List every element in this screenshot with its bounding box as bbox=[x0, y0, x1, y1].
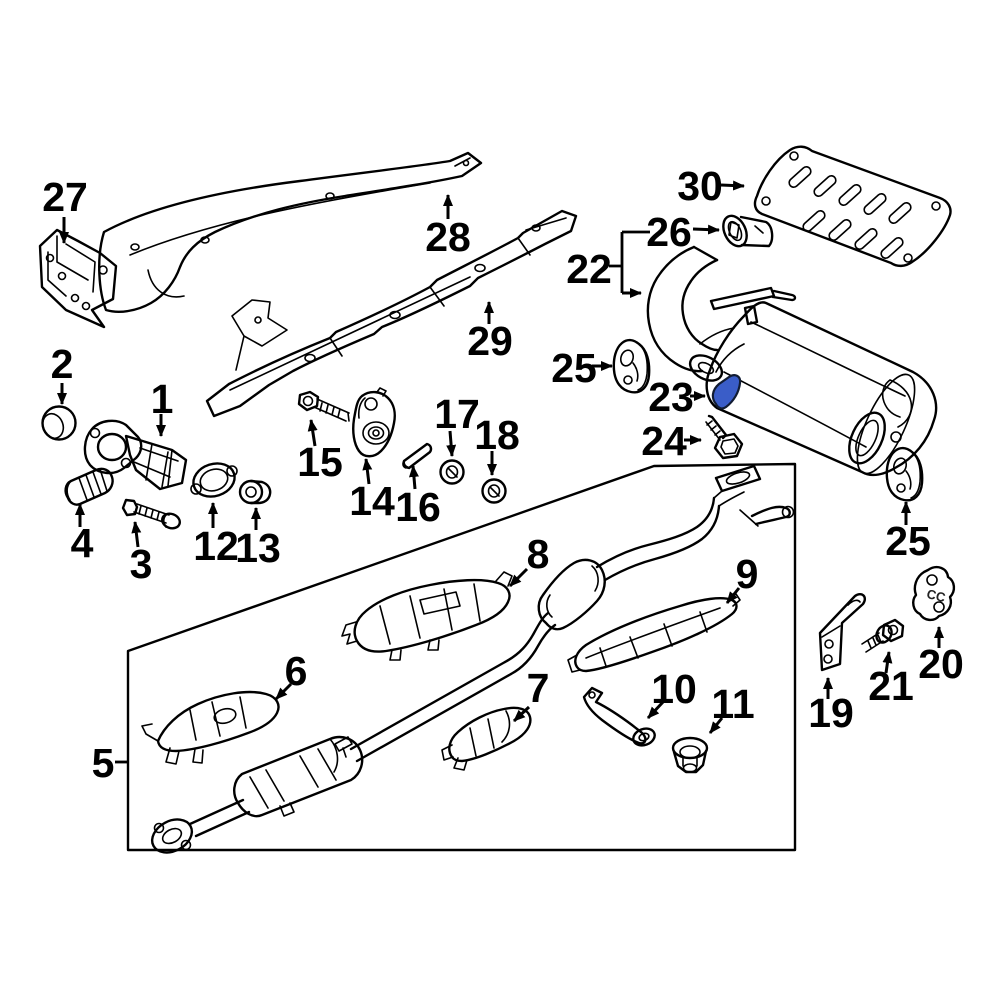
callout-3-label: 3 bbox=[130, 541, 153, 587]
callout-2-label: 2 bbox=[51, 341, 74, 387]
part-1-front-pipe-converter bbox=[83, 419, 188, 491]
callout-10-arrow bbox=[646, 700, 665, 720]
part-30-heat-shield-plate bbox=[753, 145, 952, 268]
callout-6-arrow bbox=[274, 682, 293, 701]
callout-21-arrow bbox=[882, 651, 893, 674]
part-18-nut bbox=[481, 478, 507, 504]
part-12-flange-gasket bbox=[190, 462, 238, 498]
callout-9-label: 9 bbox=[736, 551, 759, 597]
gasket-highlight-shape bbox=[711, 374, 742, 410]
part-15-flange-bolt bbox=[297, 390, 350, 422]
callout-27-label: 27 bbox=[42, 174, 88, 220]
part-17-nut bbox=[439, 459, 465, 485]
part-7-heat-shield bbox=[441, 706, 532, 771]
callout-6-label: 6 bbox=[285, 648, 308, 694]
callout-30-label: 30 bbox=[677, 163, 723, 209]
callout-12-label: 12 bbox=[193, 523, 239, 569]
part-3-stud-bolt bbox=[121, 498, 181, 530]
callout-5-label: 5 bbox=[92, 740, 115, 786]
callout-10-label: 10 bbox=[651, 666, 697, 712]
part-10-support-bracket bbox=[582, 686, 656, 747]
callout-24-label: 24 bbox=[641, 418, 687, 464]
part-11-mount-grommet bbox=[671, 736, 709, 774]
callout-28-label: 28 bbox=[425, 214, 471, 260]
callout-14-label: 14 bbox=[349, 478, 395, 524]
callout-26-arrow bbox=[692, 224, 720, 235]
callout-26-label: 26 bbox=[646, 209, 692, 255]
callouts-layer: 27 28 29 30 26 22 25 23 24 25 20 21 19 2… bbox=[42, 163, 964, 786]
part-5-assembly-box bbox=[126, 462, 797, 852]
callout-19-label: 19 bbox=[808, 690, 854, 736]
part-23-gasket-highlighted bbox=[711, 374, 742, 410]
part-21-bolt bbox=[861, 618, 905, 653]
callout-11-label: 11 bbox=[711, 681, 754, 727]
part-29-heat-shield bbox=[205, 209, 578, 418]
callout-16-label: 16 bbox=[395, 484, 441, 530]
callout-1-label: 1 bbox=[151, 376, 174, 422]
callout-17-label: 17 bbox=[434, 391, 480, 437]
callout-14-arrow bbox=[362, 458, 373, 485]
callout-17-arrow bbox=[446, 430, 457, 457]
callout-13-label: 13 bbox=[235, 525, 281, 571]
callout-8-label: 8 bbox=[527, 531, 550, 577]
part-14-hanger-bracket bbox=[352, 387, 396, 458]
cc-marking: CC bbox=[925, 586, 947, 605]
callout-20-label: 20 bbox=[918, 641, 964, 687]
callout-16-arrow bbox=[408, 465, 419, 490]
callout-29-label: 29 bbox=[467, 318, 513, 364]
part-27-heat-shield-bracket bbox=[38, 228, 118, 329]
part-22-muffler bbox=[646, 245, 938, 477]
part-5-center-pipe-assembly bbox=[150, 464, 795, 854]
callout-9-arrow bbox=[725, 587, 741, 604]
callout-22-label: 22 bbox=[566, 246, 612, 292]
callout-23-label: 23 bbox=[648, 374, 694, 420]
callout-21-label: 21 bbox=[868, 663, 914, 709]
part-26-exhaust-tip bbox=[722, 214, 774, 248]
part-24-bolt bbox=[705, 414, 744, 460]
callout-7-arrow bbox=[512, 705, 531, 723]
part-6-heat-shield bbox=[141, 690, 280, 765]
part-8-heat-shield bbox=[341, 571, 513, 661]
callout-3-arrow bbox=[131, 521, 142, 548]
callout-7-label: 7 bbox=[527, 665, 550, 711]
part-28-heat-shield bbox=[98, 151, 483, 313]
part-20-cc-plate: CC bbox=[912, 566, 956, 622]
callout-22-bracket bbox=[609, 230, 650, 293]
callout-8-arrow bbox=[508, 567, 529, 588]
callout-4-label: 4 bbox=[71, 520, 94, 566]
callout-15-arrow bbox=[307, 419, 318, 447]
callout-11-arrow bbox=[708, 717, 724, 734]
callout-25b-label: 25 bbox=[885, 518, 931, 564]
callout-18-label: 18 bbox=[474, 412, 520, 458]
part-9-heat-shield bbox=[567, 593, 741, 673]
part-19-bracket bbox=[818, 592, 867, 672]
part-2-seal-ring bbox=[41, 405, 77, 441]
callout-25a-label: 25 bbox=[551, 345, 597, 391]
callout-30-arrow bbox=[720, 180, 745, 191]
part-13-nut-fitting bbox=[238, 479, 272, 505]
part-16-pin bbox=[402, 442, 433, 470]
callout-15-label: 15 bbox=[297, 439, 343, 485]
